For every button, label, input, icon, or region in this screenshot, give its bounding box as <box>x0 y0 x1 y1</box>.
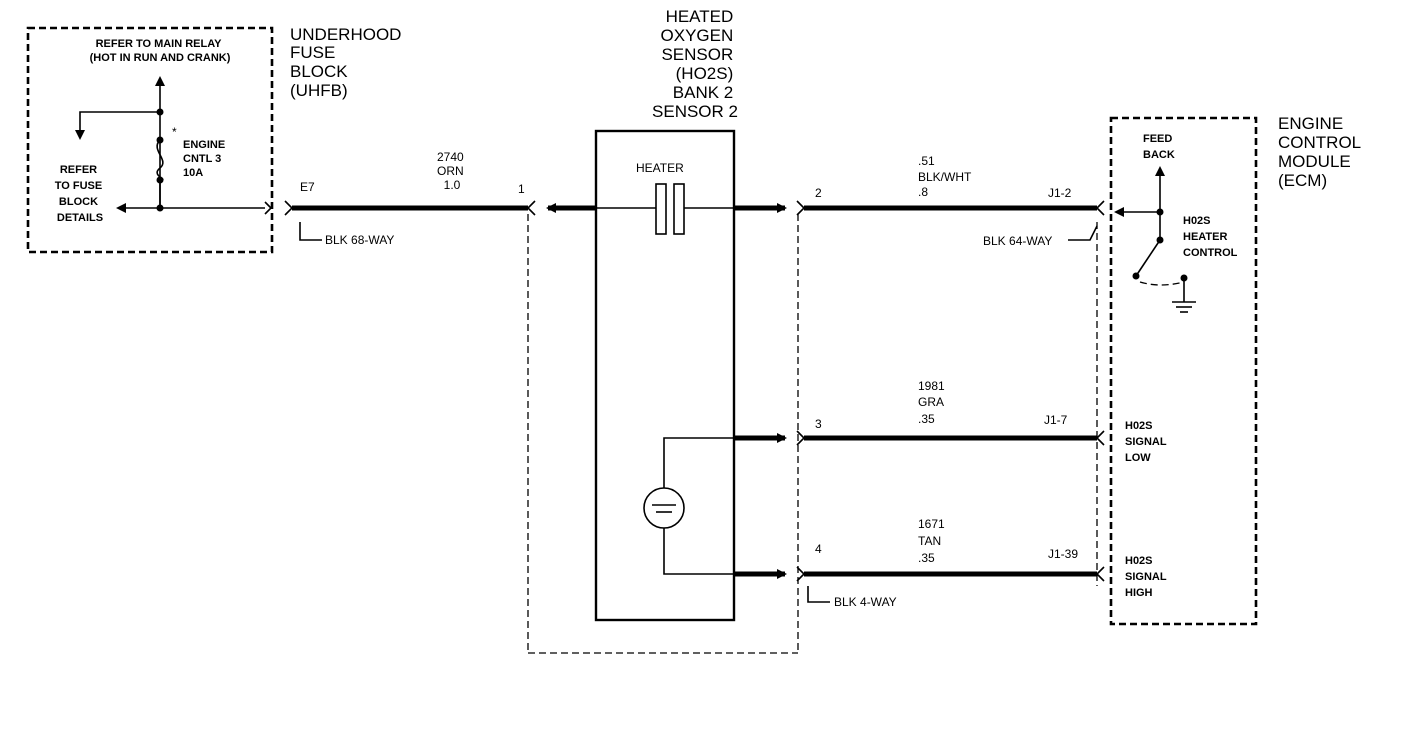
heater-element-icon <box>596 183 734 235</box>
relay-reference: REFER TO MAIN RELAY (HOT IN RUN AND CRAN… <box>90 38 231 64</box>
ecm-title: ENGINE CONTROL MODULE (ECM) <box>1278 114 1365 190</box>
ecm-block: ENGINE CONTROL MODULE (ECM) FEED BACK H0… <box>1109 114 1365 626</box>
fuse-block-reference: REFER TO FUSE BLOCK DETAILS <box>55 164 106 224</box>
wire-51: 2 J1-2 .51 BLK/WHT .8 BLK 64-WAY <box>796 154 1105 586</box>
pin-j1-7: J1-7 <box>1044 413 1068 427</box>
wire-1981: 3 J1-7 1981 GRA .35 <box>796 379 1105 446</box>
wire-1671-label: 1671 TAN .35 <box>918 517 948 565</box>
fuse-branch-arrow <box>75 111 160 140</box>
pin-4: 4 <box>815 542 822 556</box>
switch-control-link <box>1139 281 1185 286</box>
pin-j1-39: J1-39 <box>1048 547 1078 561</box>
wire-2740-label: 2740 ORN 1.0 <box>437 150 467 192</box>
sensor-title: HEATED OXYGEN SENSOR (HO2S) BANK 2 SENSO… <box>652 7 738 121</box>
heater-label: HEATER <box>636 161 684 175</box>
signal-high-label: H02S SIGNAL HIGH <box>1125 555 1169 599</box>
sensor-body <box>594 129 736 622</box>
wire-2740: E7 1 2740 ORN 1.0 BLK 68-WAY <box>284 150 536 247</box>
connector-4-way: BLK 4-WAY <box>834 595 897 609</box>
connector-terminal-e7 <box>284 200 294 216</box>
ecm-dashed-box <box>1109 116 1258 626</box>
fuse-marker: * <box>172 125 177 139</box>
pin-2: 2 <box>815 186 822 200</box>
terminal-e7: E7 <box>300 180 315 194</box>
wire-1671: 4 J1-39 1671 TAN .35 <box>796 517 1105 582</box>
splice-dot <box>156 108 164 116</box>
sensing-element-icon <box>643 437 734 575</box>
uhfb-title: UNDERHOOD FUSE BLOCK (UHFB) <box>290 25 406 100</box>
signal-low-label: H02S SIGNAL LOW <box>1125 420 1169 464</box>
pin-3: 3 <box>815 417 822 431</box>
wire-1981-label: 1981 GRA .35 <box>918 379 948 426</box>
pin-j1-2: J1-2 <box>1048 186 1072 200</box>
driver-switch-icon <box>1135 239 1161 277</box>
uhfb-dashed-box <box>26 26 274 254</box>
switch-terminal-dot <box>1132 272 1140 280</box>
fuse-label: ENGINE CNTL 3 10A <box>183 139 228 179</box>
pin-1: 1 <box>518 182 525 196</box>
connector-terminal-4 <box>796 566 806 582</box>
connector-64-way: BLK 64-WAY <box>983 234 1052 248</box>
feedback-label: FEED BACK <box>1143 133 1175 161</box>
connector-terminal-2 <box>796 200 806 216</box>
splice-dot <box>156 204 164 212</box>
connector-68-way: BLK 68-WAY <box>325 233 394 247</box>
ho2s-sensor: HEATED OXYGEN SENSOR (HO2S) BANK 2 SENSO… <box>527 7 897 654</box>
uhfb-output-terminal <box>264 201 273 215</box>
ground-icon <box>1172 301 1196 313</box>
connector-terminal-1 <box>526 200 536 216</box>
uhfb-block: UNDERHOOD FUSE BLOCK (UHFB) REFER TO MAI… <box>26 25 406 254</box>
heater-control-label: H02S HEATER CONTROL <box>1183 215 1238 259</box>
wire-51-label: .51 BLK/WHT .8 <box>918 154 974 199</box>
